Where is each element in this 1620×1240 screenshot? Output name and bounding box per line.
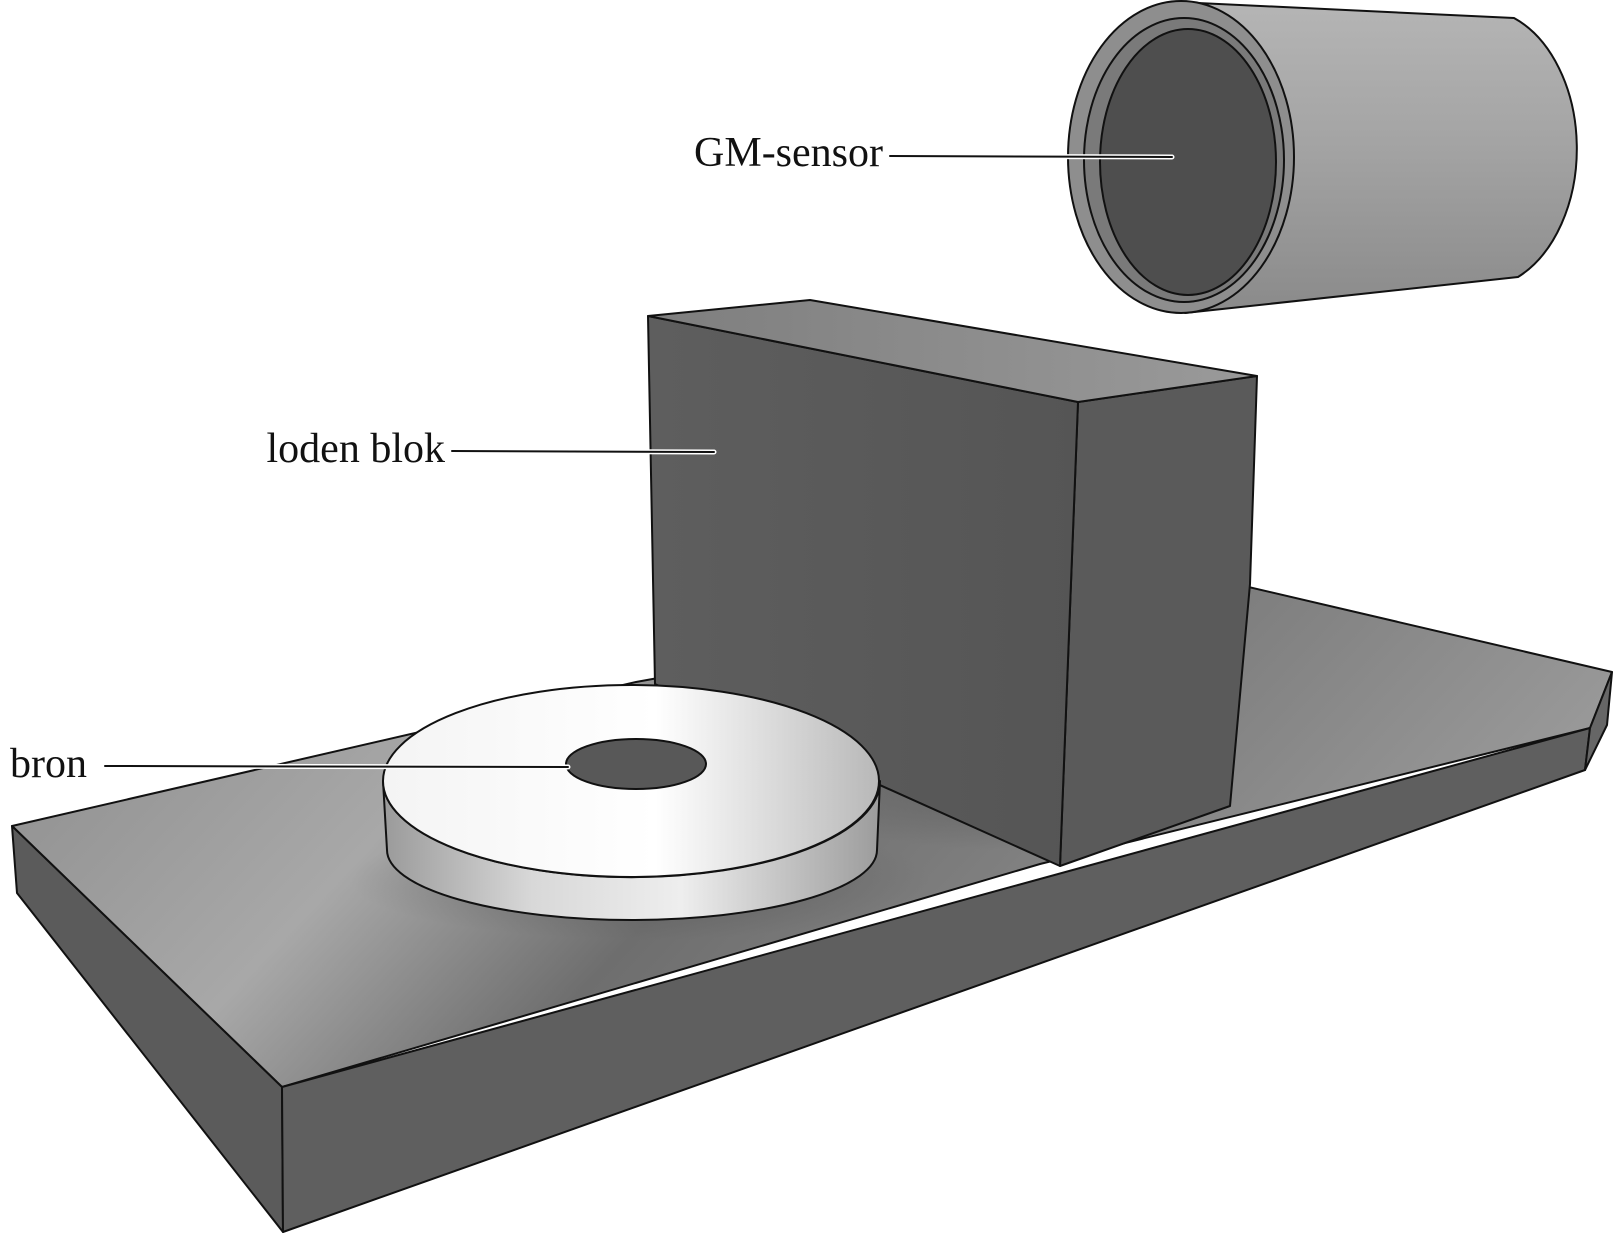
base-plate-right-end (1584, 671, 1613, 771)
lead-block-top-face (647, 299, 1258, 403)
label-gm-sensor: GM-sensor (694, 130, 883, 176)
leader-gm-sensor (887, 153, 1175, 160)
gm-sensor-tube (1067, 0, 1578, 314)
leader-lead-block (449, 448, 717, 455)
disc-hole (565, 738, 707, 790)
lead-block-right-face (1059, 375, 1258, 867)
tube-opening (1099, 28, 1277, 296)
leader-source (102, 763, 571, 770)
source-disc (350, 684, 930, 940)
label-lead-block: loden blok (267, 426, 445, 472)
label-source: bron (10, 741, 87, 787)
